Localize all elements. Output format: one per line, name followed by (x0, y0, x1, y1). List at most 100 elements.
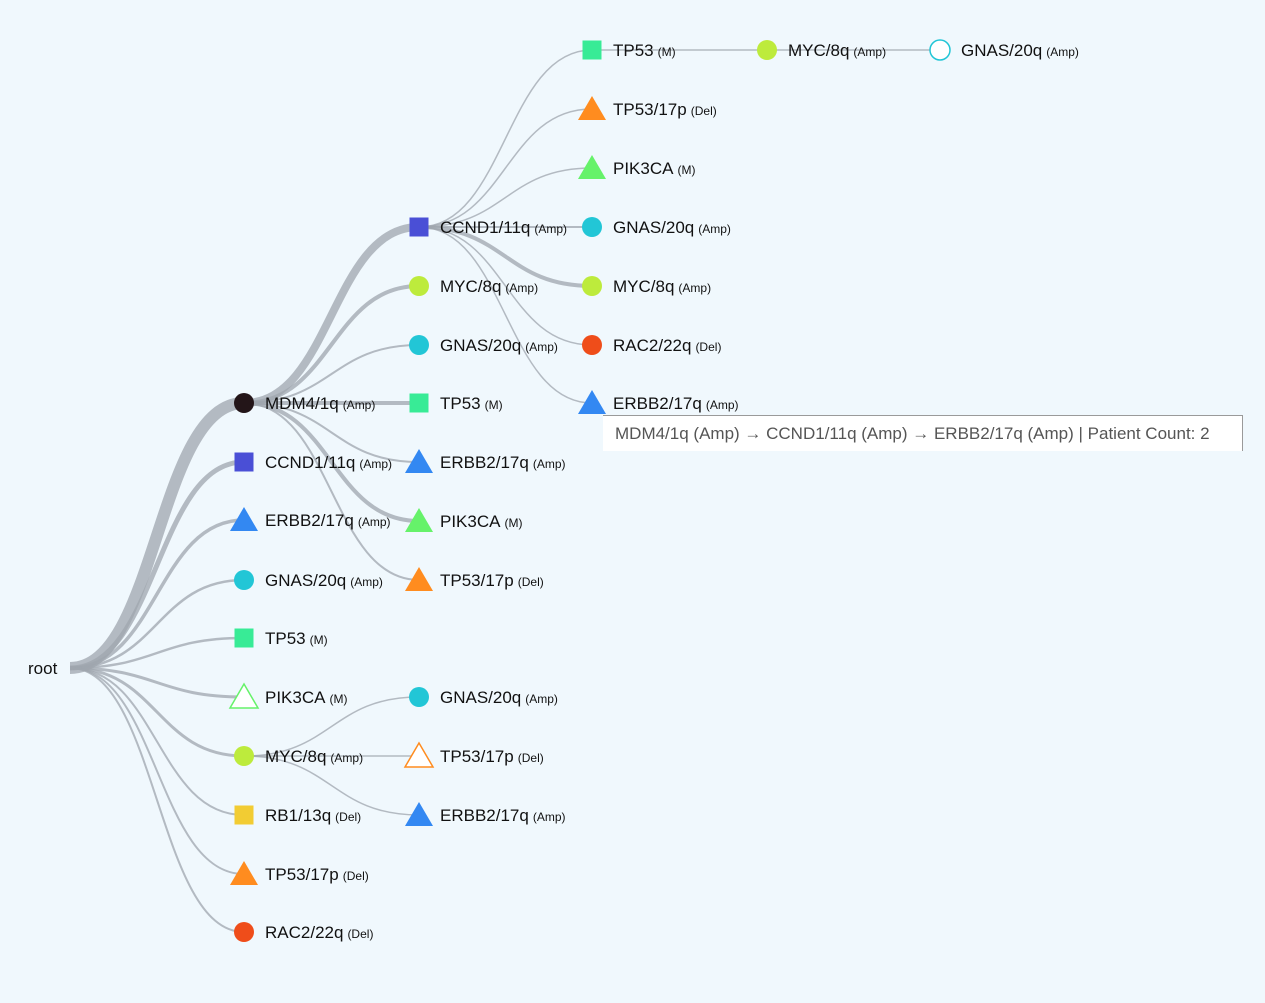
node-gnas[interactable]: GNAS/20q(Amp) (234, 570, 383, 590)
node-marker-triangle[interactable] (578, 390, 606, 414)
node-marker-circle[interactable] (929, 39, 951, 61)
edge-mdm4-ccnd1-tp53[interactable] (418, 49, 593, 228)
edge-mdm4-erbb2[interactable] (243, 402, 420, 463)
node-label: PIK3CA(M) (265, 688, 347, 707)
node-marker-triangle[interactable] (403, 741, 435, 768)
node-mdm4[interactable]: MDM4/1q(Amp) (234, 393, 375, 413)
node-marker-circle[interactable] (234, 746, 254, 766)
edge-myc-erbb2[interactable] (243, 755, 420, 816)
node-label-name: RB1/13q (265, 806, 331, 825)
node-erbb2[interactable]: ERBB2/17q(Amp) (230, 507, 391, 531)
node-mdm4-gnas[interactable]: GNAS/20q(Amp) (409, 335, 558, 355)
node-marker-circle[interactable] (409, 276, 429, 296)
edge-mdm4[interactable] (69, 397, 245, 674)
node-marker-triangle[interactable] (230, 507, 258, 531)
node-marker-triangle[interactable] (578, 155, 606, 179)
node-myc-tp53del[interactable]: TP53/17p(Del) (403, 741, 544, 768)
edge-mdm4-myc[interactable] (243, 284, 420, 405)
edge-mdm4-ccnd1-tp53del[interactable] (418, 108, 593, 228)
node-marker-circle[interactable] (234, 922, 254, 942)
node-marker-square[interactable] (409, 393, 429, 413)
node-label-name: GNAS/20q (961, 41, 1042, 60)
edge-gnas[interactable] (69, 578, 245, 670)
node-marker-triangle[interactable] (405, 508, 433, 532)
node-marker-circle[interactable] (409, 335, 429, 355)
tree-edges (69, 49, 940, 933)
node-mdm4-ccnd1-erbb2[interactable]: ERBB2/17q(Amp) (578, 390, 739, 414)
node-mdm4-ccnd1-tp53-myc[interactable]: MYC/8q(Amp) (757, 40, 886, 60)
node-mdm4-ccnd1-tp53del[interactable]: TP53/17p(Del) (578, 96, 717, 120)
node-mdm4-ccnd1-gnas[interactable]: GNAS/20q(Amp) (582, 217, 731, 237)
node-mdm4-ccnd1-tp53-myc-gnas[interactable]: GNAS/20q(Amp) (929, 39, 1079, 61)
node-rb1[interactable]: RB1/13q(Del) (234, 805, 362, 826)
node-label-name: TP53 (265, 629, 306, 648)
node-mdm4-myc[interactable]: MYC/8q(Amp) (409, 276, 538, 296)
edge-tp53del[interactable] (69, 667, 245, 875)
edge-mdm4-ccnd1-myc[interactable] (418, 225, 593, 288)
node-mdm4-tp53[interactable]: TP53(M) (409, 393, 503, 414)
node-marker-circle[interactable] (234, 393, 254, 413)
node-marker-square[interactable] (234, 452, 254, 472)
node-marker-circle[interactable] (582, 335, 602, 355)
node-label-name: ERBB2/17q (265, 511, 354, 530)
edge-mdm4-tp53del[interactable] (243, 402, 420, 581)
node-label-alteration: (Amp) (534, 222, 567, 236)
node-marker-square[interactable] (234, 805, 254, 825)
node-label-name: TP53/17p (613, 100, 687, 119)
edge-ccnd1[interactable] (69, 459, 245, 671)
node-tp53del[interactable]: TP53/17p(Del) (230, 861, 369, 885)
node-label: TP53(M) (613, 41, 676, 60)
node-marker-triangle[interactable] (405, 802, 433, 826)
node-label-name: RAC2/22q (613, 336, 691, 355)
node-marker-triangle[interactable] (405, 567, 433, 591)
node-pik3ca[interactable]: PIK3CA(M) (228, 682, 347, 709)
edge-mdm4-gnas[interactable] (243, 344, 420, 404)
node-marker-triangle[interactable] (228, 682, 260, 709)
node-mdm4-tp53del[interactable]: TP53/17p(Del) (405, 567, 544, 591)
node-myc[interactable]: MYC/8q(Amp) (234, 746, 363, 766)
node-marker-triangle[interactable] (405, 449, 433, 473)
node-mdm4-ccnd1-myc[interactable]: MYC/8q(Amp) (582, 276, 711, 296)
node-marker-circle[interactable] (757, 40, 777, 60)
node-mdm4-ccnd1-tp53[interactable]: TP53(M) (582, 40, 676, 61)
node-marker-circle[interactable] (409, 687, 429, 707)
edge-rac2[interactable] (69, 667, 245, 933)
node-rac2[interactable]: RAC2/22q(Del) (234, 922, 373, 942)
node-myc-erbb2[interactable]: ERBB2/17q(Amp) (405, 802, 566, 826)
node-label: GNAS/20q(Amp) (440, 688, 558, 707)
node-marker-square[interactable] (409, 217, 429, 237)
node-label: RB1/13q(Del) (265, 806, 361, 825)
node-marker-circle[interactable] (582, 276, 602, 296)
node-label-alteration: (Del) (518, 751, 544, 765)
node-marker-square[interactable] (234, 628, 254, 648)
edge-myc-gnas[interactable] (243, 696, 420, 757)
edge-mdm4-ccnd1-erbb2[interactable] (418, 226, 593, 404)
node-marker-circle[interactable] (582, 217, 602, 237)
edge-pik3ca[interactable] (69, 666, 245, 699)
node-marker-triangle[interactable] (230, 861, 258, 885)
node-marker-square[interactable] (582, 40, 602, 60)
node-mdm4-pik3ca[interactable]: PIK3CA(M) (405, 508, 522, 532)
node-label-alteration: (Amp) (525, 692, 558, 706)
node-mdm4-ccnd1-pik3ca[interactable]: PIK3CA(M) (578, 155, 695, 179)
edge-mdm4-ccnd1[interactable] (243, 223, 420, 407)
edge-mdm4-pik3ca[interactable] (243, 401, 420, 523)
node-mdm4-erbb2[interactable]: ERBB2/17q(Amp) (405, 449, 566, 473)
edge-tp53[interactable] (69, 636, 245, 670)
node-label: ERBB2/17q(Amp) (440, 806, 566, 825)
node-label: root (28, 659, 58, 678)
edge-myc[interactable] (69, 666, 245, 758)
node-root[interactable]: root (28, 659, 58, 678)
node-mdm4-ccnd1-rac2[interactable]: RAC2/22q(Del) (582, 335, 721, 355)
node-marker-circle[interactable] (234, 570, 254, 590)
edge-mdm4-ccnd1-rac2[interactable] (418, 226, 593, 346)
node-myc-gnas[interactable]: GNAS/20q(Amp) (409, 687, 558, 707)
node-tp53[interactable]: TP53(M) (234, 628, 328, 649)
edge-mdm4-ccnd1-pik3ca[interactable] (418, 167, 593, 228)
node-ccnd1[interactable]: CCND1/11q(Amp) (234, 452, 393, 473)
node-marker-triangle[interactable] (578, 96, 606, 120)
edge-rb1[interactable] (69, 667, 245, 816)
edge-erbb2[interactable] (69, 518, 245, 670)
node-mdm4-ccnd1[interactable]: CCND1/11q(Amp) (409, 217, 568, 238)
node-label: TP53/17p(Del) (265, 865, 369, 884)
